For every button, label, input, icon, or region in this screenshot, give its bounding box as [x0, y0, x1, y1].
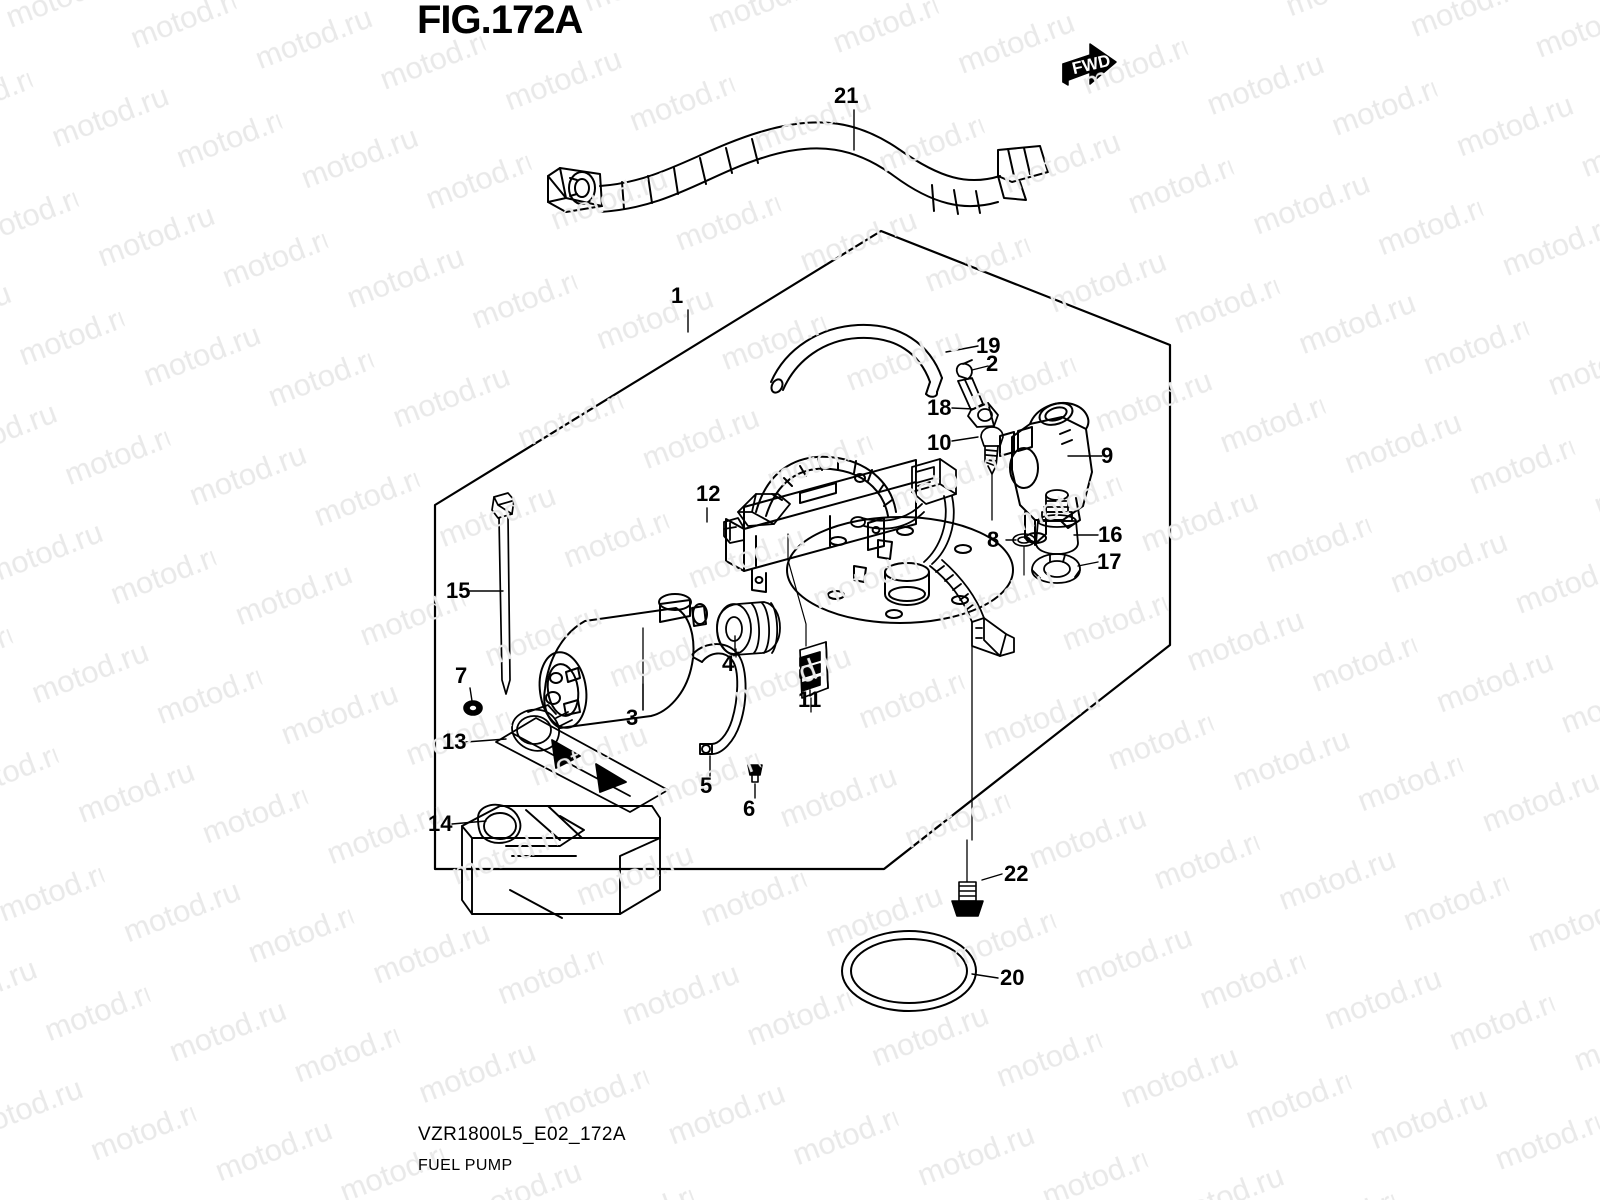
callout-4: 4 [722, 651, 735, 676]
callout-7: 7 [455, 663, 468, 688]
callout-20: 20 [1000, 965, 1025, 990]
callout-13: 13 [442, 729, 467, 754]
callout-10: 10 [927, 430, 952, 455]
callout-16: 16 [1098, 522, 1123, 547]
callout-14: 14 [428, 811, 453, 836]
callout-1: 1 [671, 283, 684, 308]
callout-18: 18 [927, 395, 952, 420]
callout-19: 19 [976, 333, 1001, 358]
footer-code: VZR1800L5_E02_172A [418, 1124, 626, 1145]
callout-15: 15 [446, 578, 471, 603]
callout-9: 9 [1101, 443, 1114, 468]
callout-11: 11 [798, 687, 822, 712]
page-title: FIG.172A [417, 0, 583, 42]
callout-5: 5 [700, 773, 713, 798]
fwd-label: FWD [1070, 50, 1113, 79]
footer-part-name: FUEL PUMP [418, 1157, 513, 1174]
callout-17: 17 [1097, 549, 1122, 574]
callout-12: 12 [696, 481, 721, 506]
callout-21: 21 [834, 83, 859, 108]
callout-3: 3 [626, 705, 639, 730]
callout-22: 22 [1004, 861, 1029, 886]
callout-8: 8 [987, 527, 1000, 552]
callout-6: 6 [743, 796, 756, 821]
